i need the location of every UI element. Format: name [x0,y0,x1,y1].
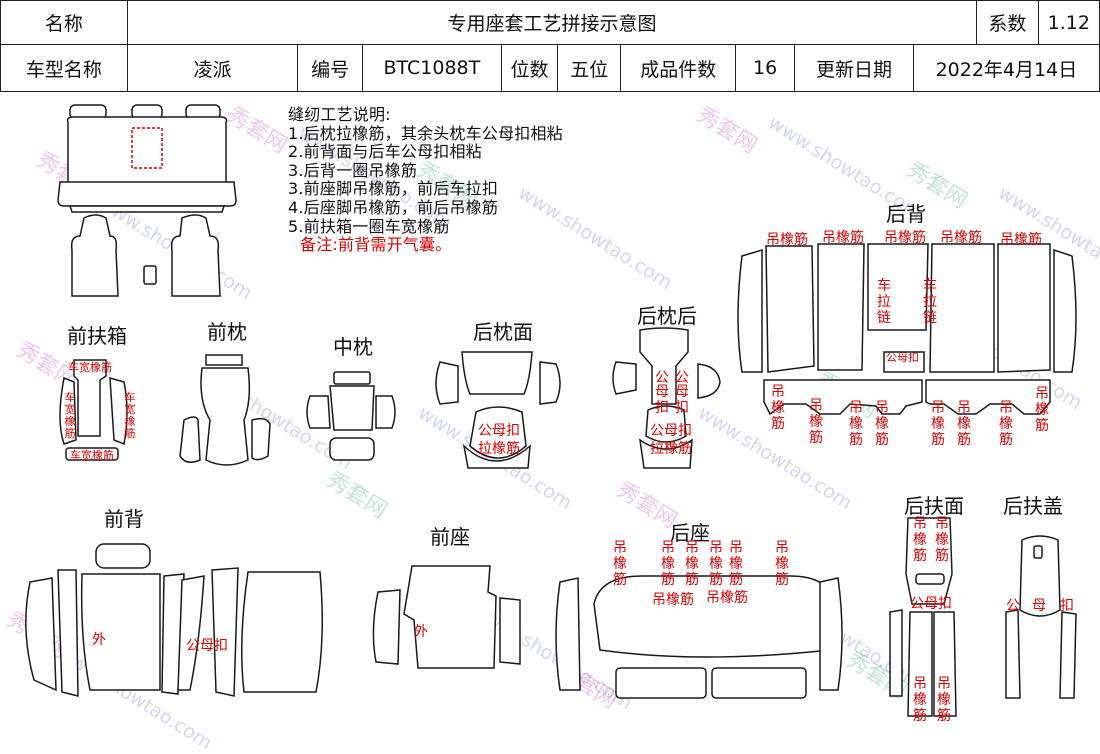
annotation-hang-elastic: 吊橡筋 [937,676,951,724]
annotation-hang-elastic: 吊橡筋 [822,230,864,246]
header-table: 名称 专用座套工艺拼接示意图 系数 1.12 车型名称 凌派 编号 BTC108… [0,0,1100,92]
label-front-back: 前背 [104,507,144,531]
update-value: 2022年4月14日 [912,44,1100,92]
label-rear-arm-cover: 后扶盖 [1003,494,1063,518]
notes-remark: 备注:前背需开气囊。 [300,235,452,255]
seats-label: 位数 [500,44,559,92]
annotation-velcro-part: 公 [675,370,689,386]
annotation-hang-elastic: 吊橡筋 [884,230,926,246]
annotation-hang-elastic: 吊橡筋 [771,384,785,432]
rear-seat-overview [57,104,237,213]
annotation-velcro: 公母扣 [650,423,692,439]
annotation-hang-elastic: 吊橡筋 [999,400,1013,448]
front-armbox-pieces [59,359,128,461]
front-back-pieces [25,543,323,697]
annotation-hang-elastic: 吊橡筋 [940,230,982,246]
seats-value: 五位 [557,44,622,92]
label-rear-pillow-back: 后枕后 [637,304,697,328]
code-label: 编号 [297,44,363,92]
annotation-car-zipper: 车拉链 [923,278,937,326]
front-pillow-pieces [179,354,271,466]
label-rear-pillow-face: 后枕面 [473,320,533,344]
annotation-outer: 外 [414,624,428,640]
annotation-velcro-part: 扣 [655,400,669,416]
annotation-outer: 外 [92,632,106,648]
annotation-hang-elastic: 吊橡筋 [935,516,949,564]
annotation-velcro-part: 母 [655,384,669,400]
label-front-armbox: 前扶箱 [67,324,127,348]
annotation-velcro-part: 扣 [675,400,689,416]
annotation-velcro: 公母扣 [886,351,919,364]
annotation-hang-elastic: 吊橡筋 [613,540,627,588]
name-label: 名称 [0,0,128,45]
rear-seat-pieces [555,575,843,699]
label-front-pillow: 前枕 [207,320,247,344]
annotation-pull-elastic: 拉橡筋 [478,441,520,457]
update-label: 更新日期 [794,44,914,92]
rear-pillow-back-pieces [612,327,721,469]
annotation-hang-elastic: 吊橡筋 [957,400,971,448]
front-seats-overview [70,214,221,297]
annotation-velcro: 公母扣 [910,596,952,612]
label-rear-seat: 后座 [670,521,710,545]
note-item: 4.后座脚吊橡筋，前后吊橡筋 [288,197,499,217]
rear-back-pieces [737,243,1077,416]
label-rear-back: 后背 [886,202,926,226]
annotation-velcro: 公母扣 [478,423,520,439]
annotation-car-elastic: 车宽橡筋 [124,391,136,440]
annotation-hang-elastic: 吊橡筋 [729,540,743,588]
code-value: BTC1088T [361,44,502,92]
coefficient-value: 1.12 [1037,0,1100,45]
notes-title: 缝纫工艺说明: [288,105,391,124]
pieces-label: 成品件数 [620,44,736,92]
front-seat-pieces [372,565,521,669]
annotation-hang-elastic: 吊橡筋 [766,232,808,248]
annotation-velcro-part: 公 [1006,598,1020,614]
document-title: 专用座套工艺拼接示意图 [126,0,978,45]
note-item: 3.后背一圈吊橡筋 [288,160,418,180]
note-item: 5.前扶箱一圈车宽橡筋 [288,216,450,236]
annotation-hang-elastic: 吊橡筋 [1035,386,1049,434]
annotation-hang-elastic: 吊橡筋 [775,540,789,588]
annotation-hang-elastic: 吊橡筋 [931,400,945,448]
annotation-pull-elastic: 拉橡筋 [650,441,692,457]
annotation-hang-elastic: 吊橡筋 [875,400,889,448]
note-item: 3.前座脚吊橡筋，前后车拉扣 [288,179,499,199]
label-front-seat: 前座 [430,525,470,549]
rear-arm-cover-pieces [1005,535,1077,699]
annotation-velcro-part: 母 [1032,598,1046,614]
middle-pillow-pieces [306,371,396,461]
note-item: 1.后枕拉橡筋，其余头枕车公母扣相粘 [288,123,563,143]
pattern-diagram [25,104,1077,717]
annotation-hang-elastic: 吊橡筋 [661,540,675,588]
annotation-car-elastic: 车宽橡筋 [64,391,76,440]
sewing-notes: 缝纫工艺说明: 1.后枕拉橡筋，其余头枕车公母扣相粘 2.前背面与后车公母扣相粘… [288,105,563,255]
annotation-hang-elastic: 吊橡筋 [652,592,694,608]
rear-pillow-face-pieces [435,351,561,469]
annotation-hang-elastic: 吊橡筋 [709,540,723,588]
annotation-car-elastic: 车宽橡筋 [68,361,112,374]
label-mid-pillow: 中枕 [333,335,373,359]
annotation-hang-elastic: 吊橡筋 [706,590,748,606]
annotation-velcro-part: 母 [675,384,689,400]
annotation-car-zipper: 车拉链 [877,278,891,326]
annotation-velcro-part: 扣 [1060,598,1074,614]
annotation-car-elastic: 车宽橡筋 [70,449,114,462]
pieces-value: 16 [734,44,796,92]
rear-arm-face-pieces [889,517,957,717]
annotation-velcro: 公母扣 [186,638,228,654]
annotation-hang-elastic: 吊橡筋 [849,400,863,448]
annotation-hang-elastic: 吊橡筋 [913,516,927,564]
annotation-hang-elastic: 吊橡筋 [1000,232,1042,248]
annotation-hang-elastic: 吊橡筋 [685,540,699,588]
label-rear-arm-face: 后扶面 [904,494,964,518]
note-item: 2.前背面与后车公母扣相粘 [288,142,482,162]
annotation-hang-elastic: 吊橡筋 [809,398,823,446]
annotation-velcro-part: 公 [655,370,669,386]
annotation-hang-elastic: 吊橡筋 [913,676,927,724]
